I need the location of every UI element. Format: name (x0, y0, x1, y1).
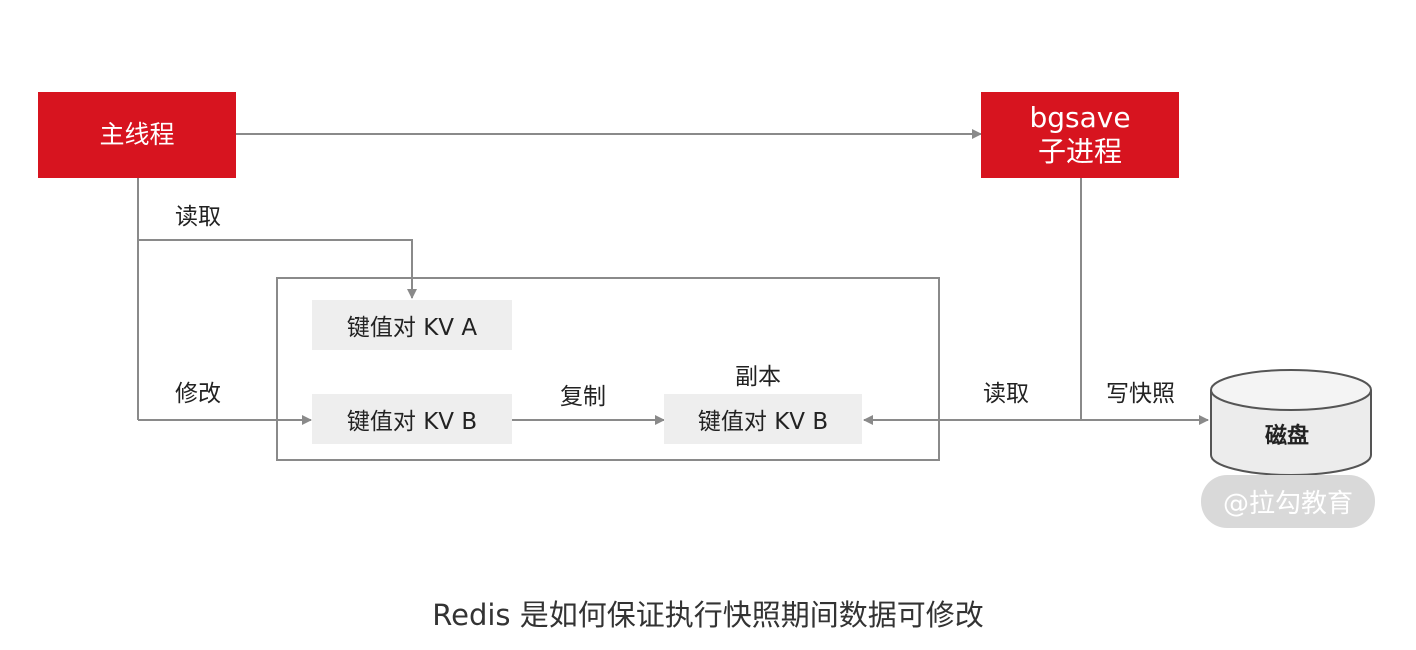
figure-caption: Redis 是如何保证执行快照期间数据可修改 (432, 598, 984, 632)
watermark-text: @拉勾教育 (1222, 489, 1353, 519)
bgsave-process-box: bgsave 子进程 (981, 92, 1179, 178)
bgsave-label: bgsave (1029, 101, 1131, 135)
modify-label: 修改 (175, 381, 221, 407)
read-label-right: 读取 (983, 381, 1029, 407)
replica-label: 副本 (735, 364, 781, 390)
memory-container-box (276, 277, 940, 461)
read-label-left: 读取 (175, 204, 221, 230)
kv-a-label: 键值对 KV A (346, 315, 478, 341)
disk-label: 磁盘 (1265, 424, 1310, 449)
watermark: @拉勾教育 (1201, 475, 1375, 528)
kv-b-box: 键值对 KV B (312, 394, 512, 444)
copy-label: 复制 (560, 384, 606, 410)
kv-b-copy-label: 键值对 KV B (697, 409, 829, 435)
kv-b-label: 键值对 KV B (346, 409, 478, 435)
kv-b-copy-box: 键值对 KV B (664, 394, 862, 444)
child-process-label: 子进程 (1037, 135, 1122, 168)
kv-a-box: 键值对 KV A (312, 300, 512, 350)
main-thread-box: 主线程 (38, 92, 236, 178)
write-snapshot-label: 写快照 (1106, 381, 1175, 407)
main-thread-label: 主线程 (99, 120, 175, 149)
